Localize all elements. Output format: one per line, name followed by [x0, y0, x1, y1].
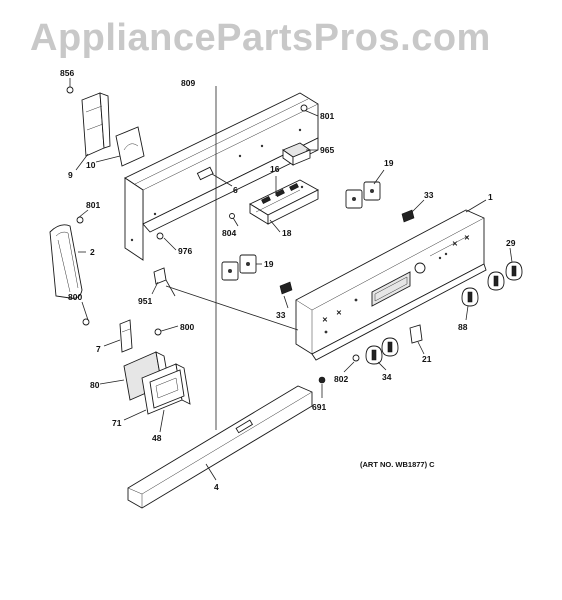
- part-9-bracket: [81, 92, 111, 157]
- callout-6: 6: [233, 185, 238, 195]
- part-1-control-panel: ✕ ✕ ✕ ✕: [295, 209, 487, 361]
- callout-951: 951: [138, 296, 152, 306]
- callout-856: 856: [60, 68, 74, 78]
- callout-9: 9: [68, 170, 73, 180]
- callout-802: 802: [334, 374, 348, 384]
- part-16-control-board: [249, 179, 319, 225]
- part-21-clip: [409, 324, 423, 344]
- svg-text:✕: ✕: [452, 241, 458, 248]
- part-18-board-mount: [255, 189, 301, 213]
- svg-text:✕: ✕: [464, 235, 470, 242]
- callout-800-lower: 800: [180, 322, 194, 332]
- callout-33-lower: 33: [276, 310, 286, 320]
- part-88-knob: [461, 287, 479, 307]
- callout-80: 80: [90, 380, 100, 390]
- callout-34: 34: [382, 372, 392, 382]
- part-802-screw: [352, 354, 360, 362]
- callout-48: 48: [152, 433, 162, 443]
- part-691-screw: [318, 376, 326, 384]
- part-48-unit: [149, 369, 185, 409]
- callout-88: 88: [458, 322, 468, 332]
- callout-29: 29: [506, 238, 516, 248]
- callout-801-top: 801: [320, 111, 334, 121]
- part-33-clip-upper: [401, 209, 415, 223]
- callout-19-upper: 19: [384, 158, 394, 168]
- callout-976: 976: [178, 246, 192, 256]
- part-951-clip: [153, 267, 176, 297]
- callout-691: 691: [312, 402, 326, 412]
- callout-801-left: 801: [86, 200, 100, 210]
- part-976-screw: [156, 232, 164, 240]
- callout-965: 965: [320, 145, 334, 155]
- callout-804: 804: [222, 228, 236, 238]
- part-34-knobs: [365, 337, 399, 365]
- watermark-logo-text: AppliancePartsPros.com: [30, 17, 491, 59]
- part-4-trim-strip: [127, 385, 313, 509]
- part-10-clip: [115, 126, 145, 167]
- svg-text:✕: ✕: [322, 317, 328, 324]
- callout-1: 1: [488, 192, 493, 202]
- part-33-clip-lower: [279, 281, 293, 295]
- part-7-bracket: [119, 319, 133, 353]
- callout-71: 71: [112, 418, 122, 428]
- callout-33-upper: 33: [424, 190, 434, 200]
- callout-21: 21: [422, 354, 432, 364]
- callout-7: 7: [96, 344, 101, 354]
- callout-2: 2: [90, 247, 95, 257]
- part-19-switch-lower: [221, 254, 257, 281]
- callout-18: 18: [282, 228, 292, 238]
- callout-10: 10: [86, 160, 96, 170]
- svg-text:✕: ✕: [336, 310, 342, 317]
- callout-4: 4: [214, 482, 219, 492]
- callout-16: 16: [270, 164, 280, 174]
- leader-lines: [66, 78, 513, 481]
- callout-800-upper: 800: [68, 292, 82, 302]
- art-number: (ART NO. WB1877) C: [360, 460, 435, 469]
- callout-19-lower: 19: [264, 259, 274, 269]
- part-29-knobs: [487, 261, 523, 291]
- part-19-switch-upper: [345, 181, 381, 209]
- callout-labels: 856 809 801 965 9 10 6 16 19 33 1 801 80…: [60, 68, 516, 492]
- callout-809: 809: [181, 78, 195, 88]
- part-965-block: [282, 142, 311, 166]
- part-2-end-cap: [49, 224, 83, 299]
